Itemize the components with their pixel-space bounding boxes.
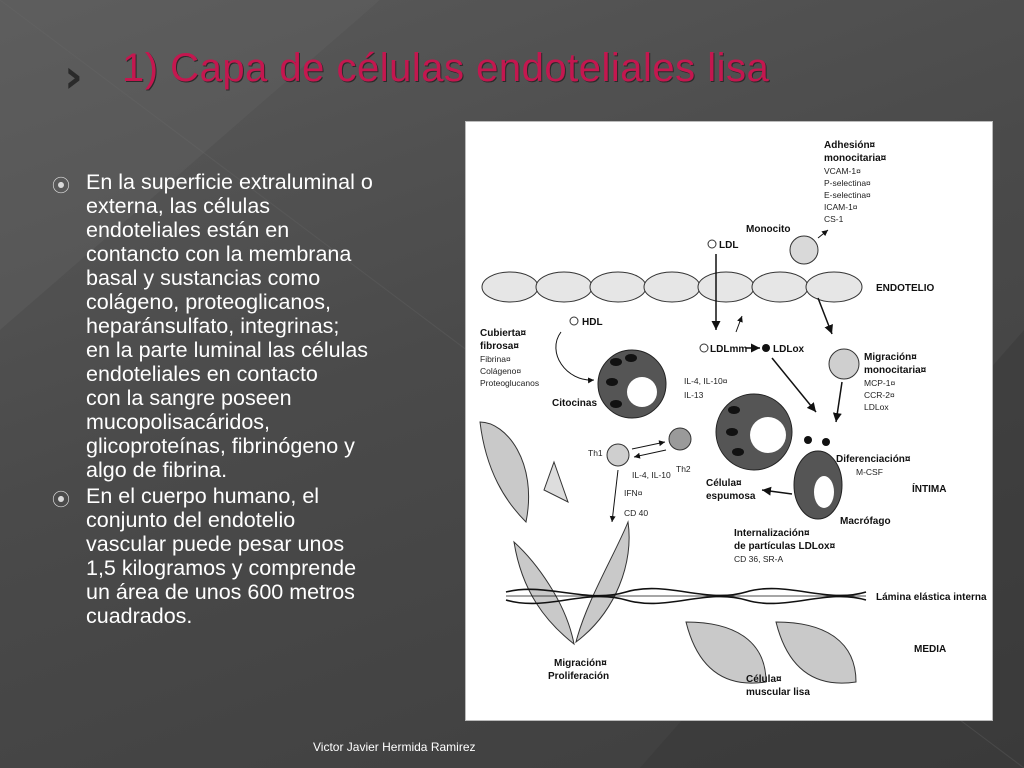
bullet-text: En el cuerpo humano, el conjunto del end… [86, 484, 357, 628]
celula-musc-2: muscular lisa [746, 687, 810, 698]
internalizacion-2: de partículas LDLox¤ [734, 541, 836, 552]
internalizacion-1: Internalización¤ [734, 528, 810, 539]
media-label: MEDIA [914, 644, 946, 655]
bullet-target-icon: ⦿ [52, 490, 70, 511]
adhesion-item: CS-1 [824, 214, 844, 224]
bullet-item: ⦿ En la superficie extraluminal o extern… [52, 170, 462, 482]
smc-migrating-left [513, 540, 575, 646]
atherosclerosis-diagram: ENDOTELIO Adhesión¤ monocitaria¤ VCAM-1¤… [465, 121, 993, 721]
internalizacion-sub: CD 36, SR-A [734, 554, 783, 564]
adhesion-item: P-selectina¤ [824, 178, 871, 188]
foam-cell-upper [597, 349, 667, 419]
endothelium-cells [481, 271, 863, 303]
celula-esp-1: Célula¤ [706, 478, 742, 489]
macrofago-label: Macrófago [840, 516, 891, 527]
smooth-muscle-cell [775, 621, 857, 684]
cubierta-title-1: Cubierta¤ [480, 328, 527, 339]
elastic-lamina [505, 587, 867, 605]
lamina-label: Lámina elástica interna [876, 592, 987, 603]
macrophage-cell [793, 436, 843, 520]
adhesion-title-1: Adhesión¤ [824, 140, 876, 151]
citocinas-label: Citocinas [552, 398, 597, 409]
hdl-label: HDL [582, 317, 603, 328]
bullet-item: ⦿ En el cuerpo humano, el conjunto del e… [52, 484, 462, 628]
cd40-label: CD 40 [624, 508, 648, 518]
migracion-mono-2: monocitaria¤ [864, 365, 927, 376]
cubierta-item: Colágeno¤ [480, 366, 521, 376]
foam-cell-lower [715, 393, 793, 471]
migracion-prolif-1: Migración¤ [554, 658, 607, 669]
migracion-prolif-2: Proliferación [548, 671, 609, 682]
th2-label: Th2 [676, 464, 691, 474]
slide-footer: Victor Javier Hermida Ramirez [313, 740, 476, 754]
ldl-label: LDL [719, 240, 738, 251]
bullet-list: ⦿ En la superficie extraluminal o extern… [52, 170, 462, 630]
ldlmm-label: LDLmm [710, 344, 747, 355]
bullet-target-icon: ⦿ [52, 176, 70, 197]
migracion-mono-item: CCR-2¤ [864, 390, 895, 400]
chevron-right-icon: › [64, 49, 83, 103]
adhesion-item: E-selectina¤ [824, 190, 871, 200]
smooth-muscle-cell [685, 621, 767, 684]
celula-esp-2: espumosa [706, 491, 756, 502]
mcsf-label: M-CSF [856, 467, 883, 477]
migracion-mono-1: Migración¤ [864, 352, 917, 363]
il4-il10-b-label: IL-4, IL-10 [632, 470, 671, 480]
ifn-label: IFN¤ [624, 488, 643, 498]
slide-title: 1) Capa de células endoteliales lisa [122, 46, 770, 90]
il4-il10-label: IL-4, IL-10¤ [684, 376, 728, 386]
migrating-monocyte [828, 348, 860, 380]
il13-label: IL-13 [684, 390, 704, 400]
cubierta-item: Fibrina¤ [480, 354, 511, 364]
ldlox-label: LDLox [773, 344, 805, 355]
monocyte-cell [789, 235, 819, 265]
diferenciacion-label: Diferenciación¤ [836, 454, 911, 465]
adhesion-item: VCAM-1¤ [824, 166, 861, 176]
fibrous-cap-shape [479, 421, 530, 524]
migracion-mono-item: LDLox [864, 402, 889, 412]
intima-label: ÍNTIMA [912, 482, 946, 495]
endotelio-label: ENDOTELIO [876, 283, 935, 294]
monocito-label: Monocito [746, 224, 790, 235]
adhesion-title-2: monocitaria¤ [824, 153, 887, 164]
migracion-mono-item: MCP-1¤ [864, 378, 895, 388]
bullet-text: En la superficie extraluminal o externa,… [86, 170, 373, 482]
celula-musc-1: Célula¤ [746, 674, 782, 685]
smc-migrating-right [575, 520, 630, 644]
cubierta-item: Proteoglucanos [480, 378, 539, 388]
cubierta-title-2: fibrosa¤ [480, 341, 519, 352]
th1-label: Th1 [588, 448, 603, 458]
adhesion-item: ICAM-1¤ [824, 202, 858, 212]
